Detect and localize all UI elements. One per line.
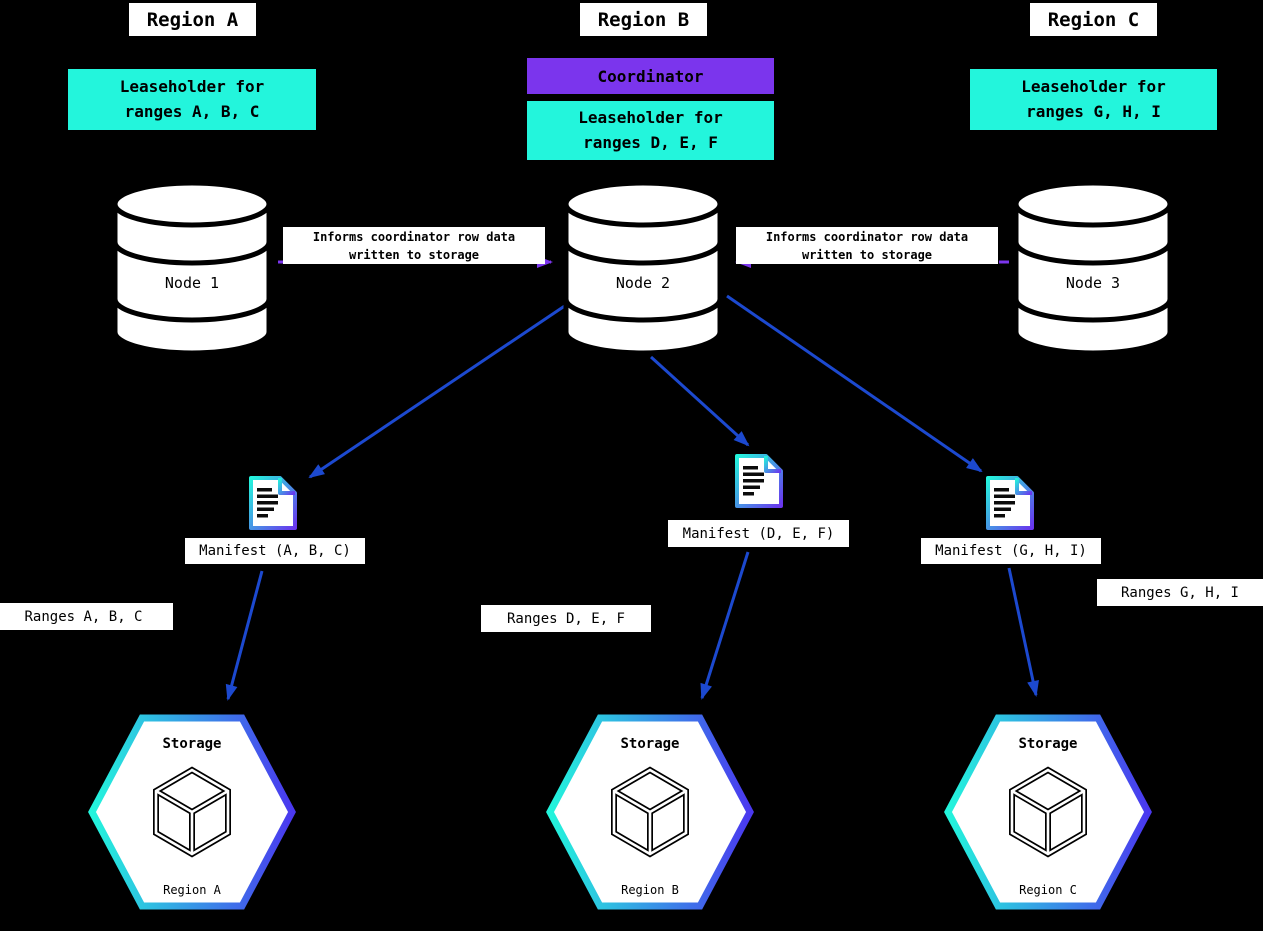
storage-hexagon-region-a: Storage Region A bbox=[86, 706, 298, 918]
storage-title: Storage bbox=[162, 736, 222, 752]
ranges-b-label: Ranges D, E, F bbox=[481, 605, 651, 632]
manifest-file-icon-a bbox=[247, 474, 299, 532]
arrow-node2-to-manifest-b bbox=[649, 355, 750, 447]
leaseholder-line-2: ranges A, B, C bbox=[124, 101, 260, 121]
informs-label-text: Informs coordinator row data written to … bbox=[766, 228, 968, 264]
leaseholder-line-1: Leaseholder for bbox=[119, 76, 265, 96]
manifest-b-label: Manifest (D, E, F) bbox=[668, 520, 849, 547]
storage-title: Storage bbox=[1018, 736, 1078, 752]
informs-line-1: Informs coordinator row data bbox=[765, 229, 969, 244]
informs-label-right: Informs coordinator row data written to … bbox=[736, 227, 998, 264]
cube-icon bbox=[153, 766, 231, 858]
storage-region-label: Region C bbox=[1019, 883, 1077, 897]
coordinator-badge: Coordinator bbox=[527, 58, 774, 94]
informs-line-2: written to storage bbox=[348, 247, 480, 262]
node-2-database-icon: Node 2 bbox=[563, 180, 723, 356]
leaseholder-badge-region-b: Leaseholder for ranges D, E, F bbox=[527, 101, 774, 160]
cube-icon bbox=[611, 766, 689, 858]
node-1-database-icon: Node 1 bbox=[112, 180, 272, 356]
storage-region-label: Region B bbox=[621, 883, 679, 897]
storage-region-label: Region A bbox=[163, 883, 221, 897]
manifest-file-icon-b bbox=[733, 452, 785, 510]
informs-line-2: written to storage bbox=[801, 247, 933, 262]
storage-title: Storage bbox=[620, 736, 680, 752]
leaseholder-label: Leaseholder for ranges G, H, I bbox=[1021, 75, 1166, 125]
informs-line-1: Informs coordinator row data bbox=[312, 229, 516, 244]
storage-hexagon-region-c: Storage Region C bbox=[942, 706, 1154, 918]
manifest-a-label: Manifest (A, B, C) bbox=[185, 538, 365, 564]
leaseholder-line-2: ranges G, H, I bbox=[1026, 101, 1161, 121]
leaseholder-badge-region-c: Leaseholder for ranges G, H, I bbox=[970, 69, 1217, 130]
leaseholder-label: Leaseholder for ranges A, B, C bbox=[120, 75, 265, 125]
manifest-c-label: Manifest (G, H, I) bbox=[921, 538, 1101, 564]
manifest-file-icon-c bbox=[984, 474, 1036, 532]
ranges-c-label: Ranges G, H, I bbox=[1097, 579, 1263, 606]
leaseholder-line-1: Leaseholder for bbox=[578, 107, 723, 127]
arrow-node2-to-manifest-c bbox=[726, 294, 983, 473]
informs-label-text: Informs coordinator row data written to … bbox=[313, 228, 515, 264]
node-1-label: Node 1 bbox=[164, 274, 220, 292]
arrow-manifest-b-to-storage-b bbox=[700, 551, 750, 700]
arrow-manifest-c-to-storage-c bbox=[1007, 567, 1039, 697]
leaseholder-badge-region-a: Leaseholder for ranges A, B, C bbox=[68, 69, 316, 130]
cube-icon bbox=[1009, 766, 1087, 858]
storage-hexagon-region-b: Storage Region B bbox=[544, 706, 756, 918]
ranges-a-label: Ranges A, B, C bbox=[0, 603, 173, 630]
arrow-node2-to-manifest-a bbox=[308, 295, 579, 479]
region-b-title: Region B bbox=[580, 3, 707, 36]
informs-label-left: Informs coordinator row data written to … bbox=[283, 227, 545, 264]
leaseholder-label: Leaseholder for ranges D, E, F bbox=[578, 106, 723, 156]
leaseholder-line-2: ranges D, E, F bbox=[583, 132, 718, 152]
region-c-title: Region C bbox=[1030, 3, 1157, 36]
node-3-label: Node 3 bbox=[1065, 274, 1121, 292]
leaseholder-line-1: Leaseholder for bbox=[1021, 76, 1166, 96]
arrow-manifest-a-to-storage-a bbox=[225, 570, 264, 701]
node-2-label: Node 2 bbox=[615, 274, 671, 292]
region-a-title: Region A bbox=[129, 3, 256, 36]
node-3-database-icon: Node 3 bbox=[1013, 180, 1173, 356]
